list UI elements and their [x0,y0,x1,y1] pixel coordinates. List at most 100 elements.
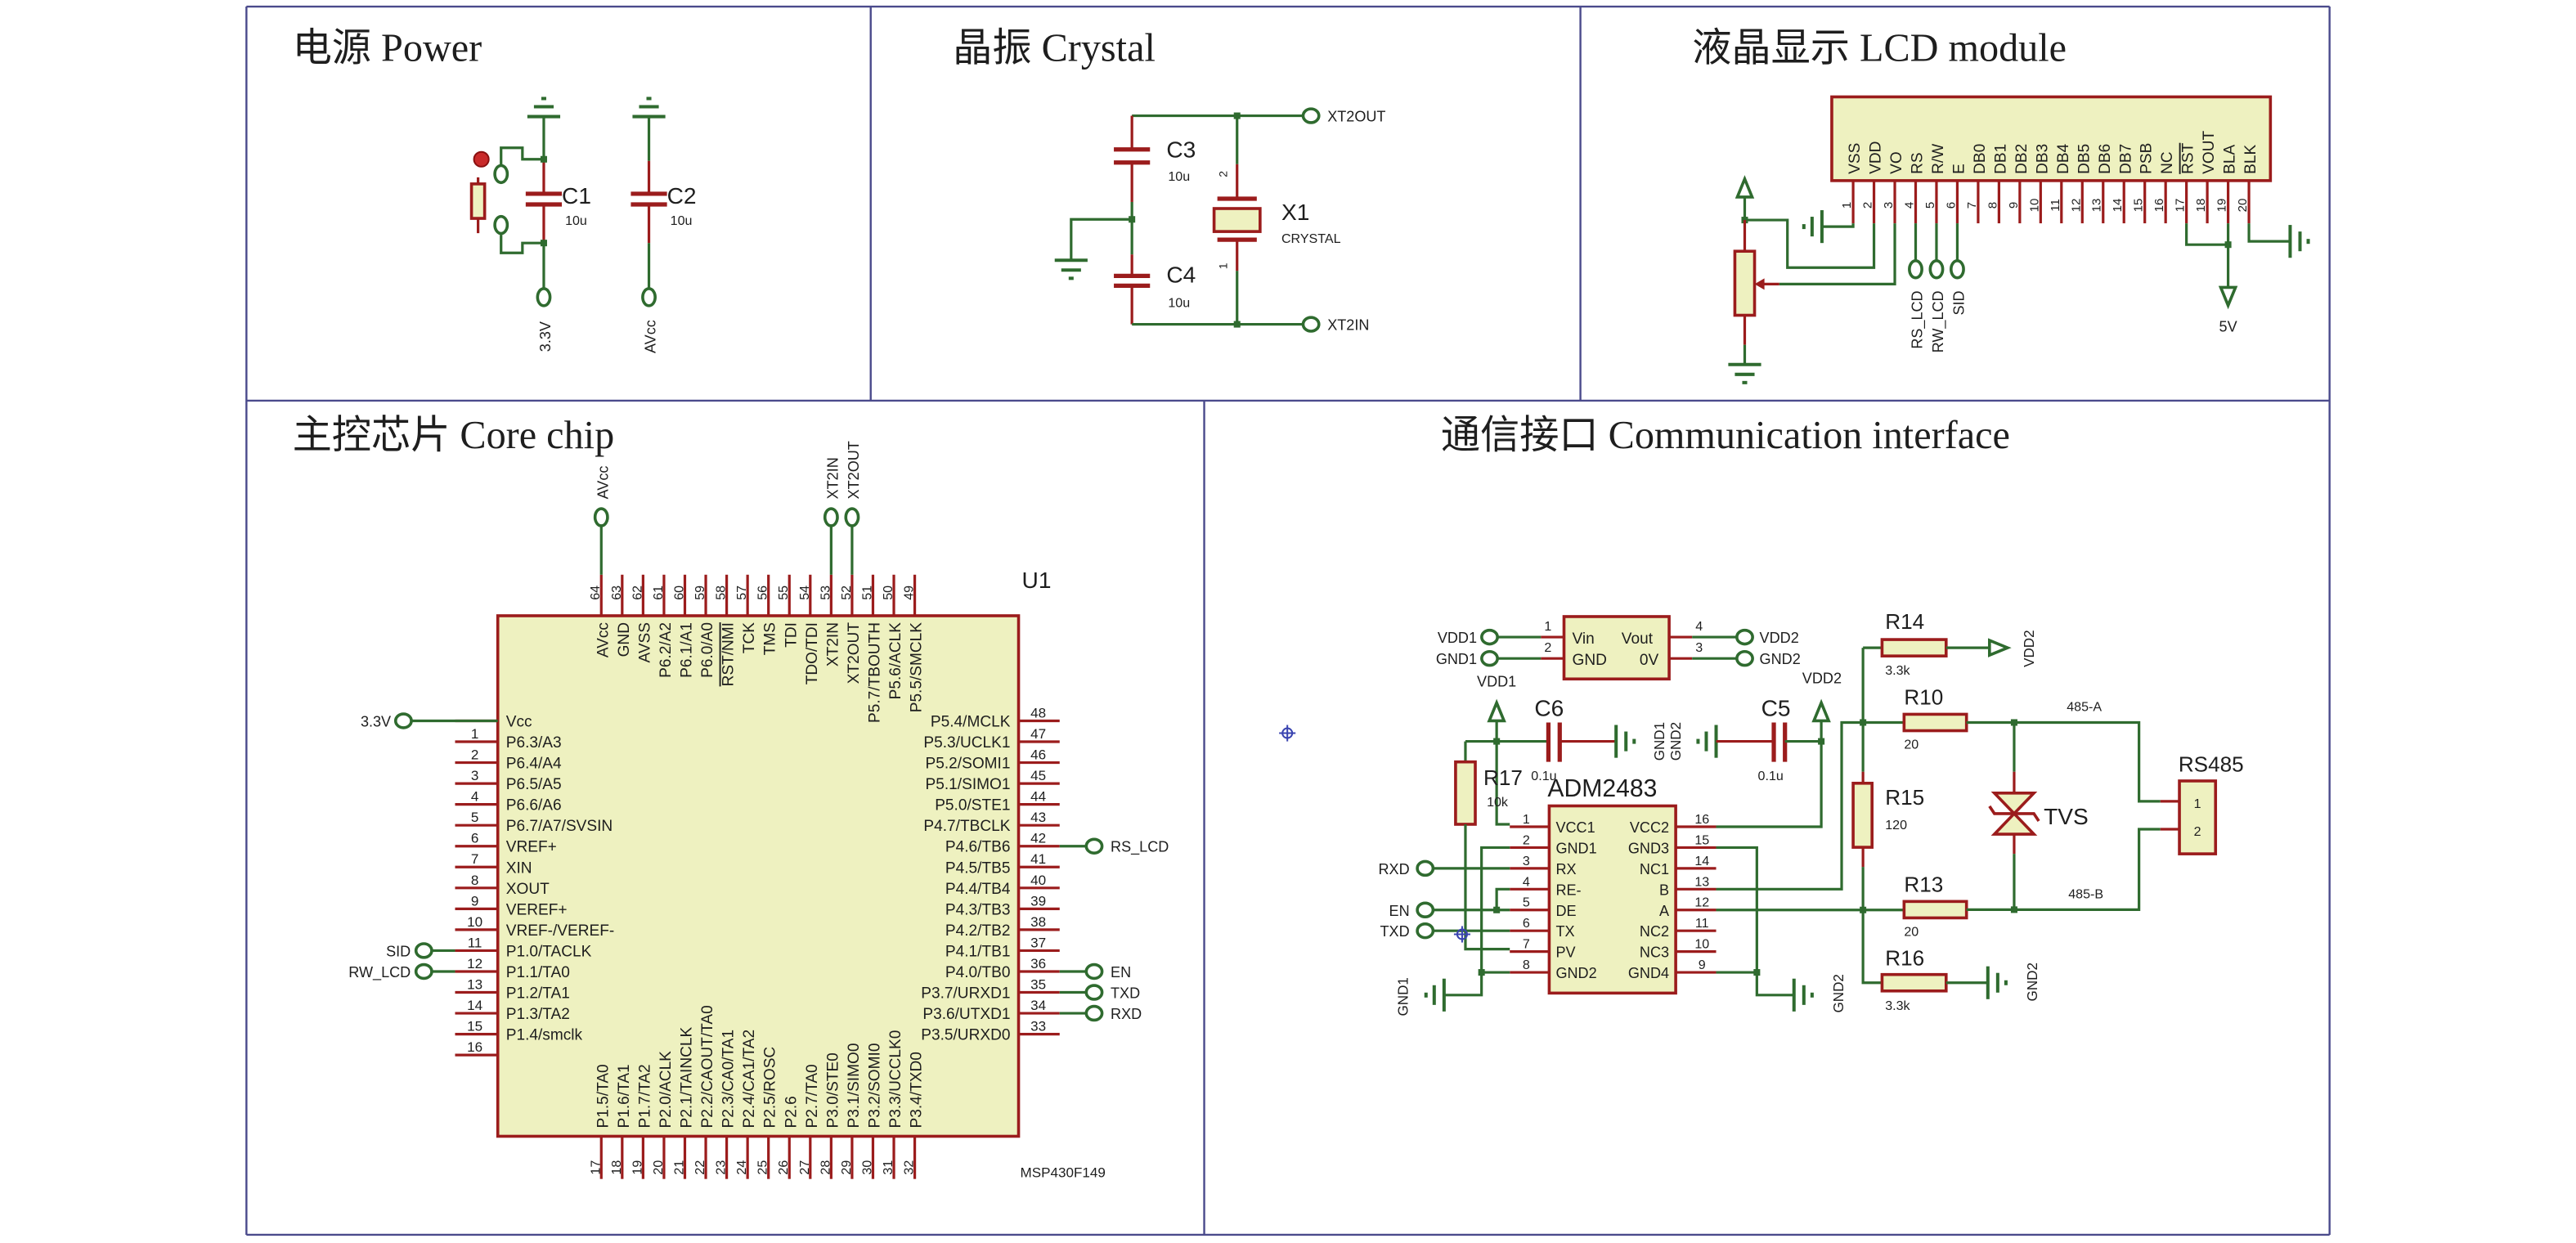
lcd-pin-label: VSS [1847,143,1864,174]
tvs-diode-icon [1988,805,2040,822]
panel-title-core: 主控芯片 Core chip [293,414,615,457]
mcu-pin-label: RST/NMI [720,622,738,686]
power-arrow-5v-icon [2218,285,2238,310]
transceiver-adm2483 [1547,804,1677,995]
mcu-pin-label: TDO/TDI [804,622,821,684]
lcd-pin-label: E [1950,164,1968,174]
mcu-pin-label: TDI [783,622,800,648]
net-label-rw-mcu: RW_LCD [348,964,411,981]
adm-pin-label: VCC1 [1555,819,1595,836]
lcd-pin-number: 20 [2236,199,2250,213]
mcu-pin-number: 42 [1030,831,1046,846]
mcu-pin-label: Vcc [506,714,532,731]
mcu-pin-number: 32 [902,1160,917,1175]
junction-dot [1233,321,1241,328]
c6-label: C6 [1534,695,1564,720]
mcu-pin-number: 59 [693,586,707,600]
terminal-rw [1928,259,1945,280]
mcu-pin-number: 14 [467,998,482,1013]
r16-value: 3.3k [1885,998,1910,1013]
lcd-pin-number: 2 [1861,202,1875,209]
mcu-pin-number: 39 [1030,893,1046,909]
lcd-pin-number: 7 [1965,202,1979,209]
mcu-pin-label: P4.4/TB4 [945,881,1011,898]
c2-label: C2 [667,183,697,209]
junction-dot [1753,969,1761,976]
mcu-pin-label: P3.4/TXD0 [909,1052,926,1128]
junction-dot [1129,216,1136,223]
mcu-pin-label: P3.7/URXD1 [921,985,1010,1003]
lcd-pin-number: 1 [1840,202,1854,209]
x1-label: X1 [1281,200,1309,225]
lcd-pin-label: DB3 [2034,144,2051,174]
mcu-pin-number: 15 [467,1019,482,1034]
net-label-sid-mcu: SID [386,943,411,959]
x1-pin2-number: 2 [1217,171,1230,177]
wire [1495,720,1510,826]
mcu-pin-number: 55 [776,586,791,600]
terminal-txd-mcu [1084,984,1104,1001]
mcu-pin-label: AVSS [636,622,653,662]
lcd-pin-number: 8 [1986,202,1999,209]
mcu-pin-label: P1.7/TA2 [636,1064,653,1128]
net-label-en-adm: EN [1389,903,1410,919]
junction-dot [540,155,547,163]
mcu-pin-label: XT2OUT [846,622,863,684]
dcdc-vout-label: Vout [1622,630,1654,648]
net-label-rxd-mcu: RXD [1111,1006,1142,1022]
dcdc-net-label: VDD2 [1760,630,1799,646]
mcu-pin-label: GND [616,622,633,657]
dcdc-pin-number: 4 [1695,619,1703,634]
mcu-pin-label: P2.3/CA0/TA1 [720,1030,738,1129]
mcu-pin-number: 20 [651,1160,666,1175]
mcu-pin-label: P2.6 [783,1096,800,1128]
net-label-gnd1-cap: GND1 [1652,722,1667,761]
lcd-pin-label: RS [1910,152,1927,174]
mcu-pin-label: P4.1/TB1 [945,943,1011,960]
resistor-r16 [1880,972,1948,993]
adm-pin-number: 9 [1699,958,1706,972]
terminal-sid [1949,259,1965,280]
tvs-diode-icon [1990,792,2038,816]
mcu-pin-number: 38 [1030,914,1046,930]
c3-label: C3 [1166,137,1196,163]
mcu-pin-number: 40 [1030,873,1046,888]
mcu-pin-number: 43 [1030,810,1046,825]
lcd-pin-number: 18 [2194,199,2208,213]
mcu-pin-number: 17 [588,1160,603,1175]
x1-pin1-number: 1 [1217,263,1230,269]
r16-label: R16 [1885,946,1924,971]
wire [1716,846,1794,997]
mcu-pin-number: 8 [471,873,479,888]
mcu-pin-number: 64 [588,586,603,600]
net-label-vdd2-r14: VDD2 [2022,630,2037,667]
mcu-pin-number: 11 [468,935,482,950]
junction-dot [1233,112,1241,119]
mcu-pin-label: P1.3/TA2 [506,1006,570,1023]
adm-pin-number: 10 [1694,937,1709,952]
r15-label: R15 [1885,785,1924,810]
wire [1495,887,1510,910]
power-switch-body [469,182,487,220]
adm-pin-number: 12 [1694,895,1709,910]
wire [2185,223,2228,246]
lcd-pin-label: DB6 [2097,144,2114,174]
lcd-pin-number: 17 [2174,199,2188,213]
mcu-pin-label: P5.4/MCLK [931,714,1011,731]
r14-value: 3.3k [1885,663,1910,678]
mcu-pin-number: 2 [471,747,479,763]
mcu-pin-label: P3.2/SOMI0 [866,1043,883,1129]
lcd-pin-number: 9 [2007,202,2021,209]
switch-contact [493,164,509,185]
c1-label: C1 [562,183,591,209]
mcu-pin-number: 33 [1030,1019,1046,1034]
lcd-pin-number: 13 [2090,199,2104,213]
mcu-pin-label: VREF+ [506,839,557,856]
mcu-pin-number: 10 [467,914,482,930]
net-label-rxd-adm: RXD [1379,861,1410,877]
lcd-pin-number: 19 [2215,199,2229,213]
rs485-label: RS485 [2179,752,2244,777]
net-label-gnd1: GND1 [1396,977,1411,1016]
mcu-pin-number: 13 [467,976,482,992]
net-label-sid: SID [1950,290,1967,315]
